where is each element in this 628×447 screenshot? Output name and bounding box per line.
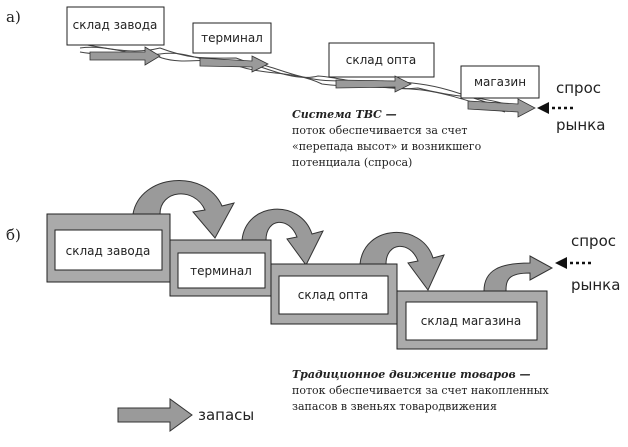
- node-b-factory: склад завода: [46, 213, 171, 283]
- flow-arrow-a-1: [89, 46, 161, 66]
- node-b-shop-label: склад магазина: [421, 314, 521, 328]
- stock-arrow-b-4: [483, 255, 554, 292]
- demand-a-top: спрос: [556, 79, 601, 97]
- demand-b-bottom: рынка: [571, 276, 620, 294]
- node-a-factory-label: склад завода: [73, 18, 158, 32]
- node-a-wholesale: склад опта: [328, 42, 435, 78]
- node-b-terminal: терминал: [169, 239, 272, 297]
- stock-arrow-b-2: [241, 208, 324, 266]
- caption-b-line-1: поток обеспечивается за счет накопленных: [292, 384, 550, 397]
- node-a-terminal: терминал: [192, 22, 272, 54]
- flow-arrow-a-3: [335, 75, 412, 93]
- legend-label: запасы: [198, 406, 254, 424]
- caption-a-title: Система ТВС —: [292, 108, 397, 121]
- flow-arrow-a-4: [467, 98, 536, 118]
- demand-b-top: спрос: [571, 232, 616, 250]
- node-b-shop: склад магазина: [396, 290, 548, 350]
- node-b-wholesale-label: склад опта: [298, 288, 369, 302]
- caption-b-title: Традиционное движение товаров —: [292, 368, 531, 381]
- node-a-shop: магазин: [460, 65, 540, 99]
- stock-arrow-b-1: [132, 180, 235, 239]
- caption-a-line-3: потенциала (спроса): [292, 156, 412, 169]
- node-a-terminal-label: терминал: [201, 31, 263, 45]
- legend-arrow: [117, 398, 193, 432]
- node-b-factory-label: склад завода: [66, 244, 151, 258]
- node-b-wholesale: склад опта: [270, 263, 398, 325]
- node-a-shop-label: магазин: [474, 75, 526, 89]
- part-a-label: а): [6, 8, 21, 26]
- demand-a-bottom: рынка: [556, 116, 605, 134]
- node-b-terminal-label: терминал: [190, 264, 252, 278]
- flow-arrow-a-2: [199, 55, 269, 73]
- caption-b-line-2: запасов в звеньях товародвижения: [292, 400, 497, 413]
- demand-marker-a: [537, 102, 575, 114]
- node-a-wholesale-label: склад опта: [346, 53, 417, 67]
- legend: запасы: [117, 398, 254, 432]
- caption-a-line-1: поток обеспечивается за счет: [292, 124, 467, 137]
- part-b-label: б): [6, 226, 21, 244]
- node-a-factory: склад завода: [66, 6, 165, 46]
- stock-arrow-b-3: [359, 232, 445, 291]
- caption-a-line-2: «перепада высот» и возникшего: [292, 140, 482, 153]
- demand-marker-b: [555, 257, 594, 269]
